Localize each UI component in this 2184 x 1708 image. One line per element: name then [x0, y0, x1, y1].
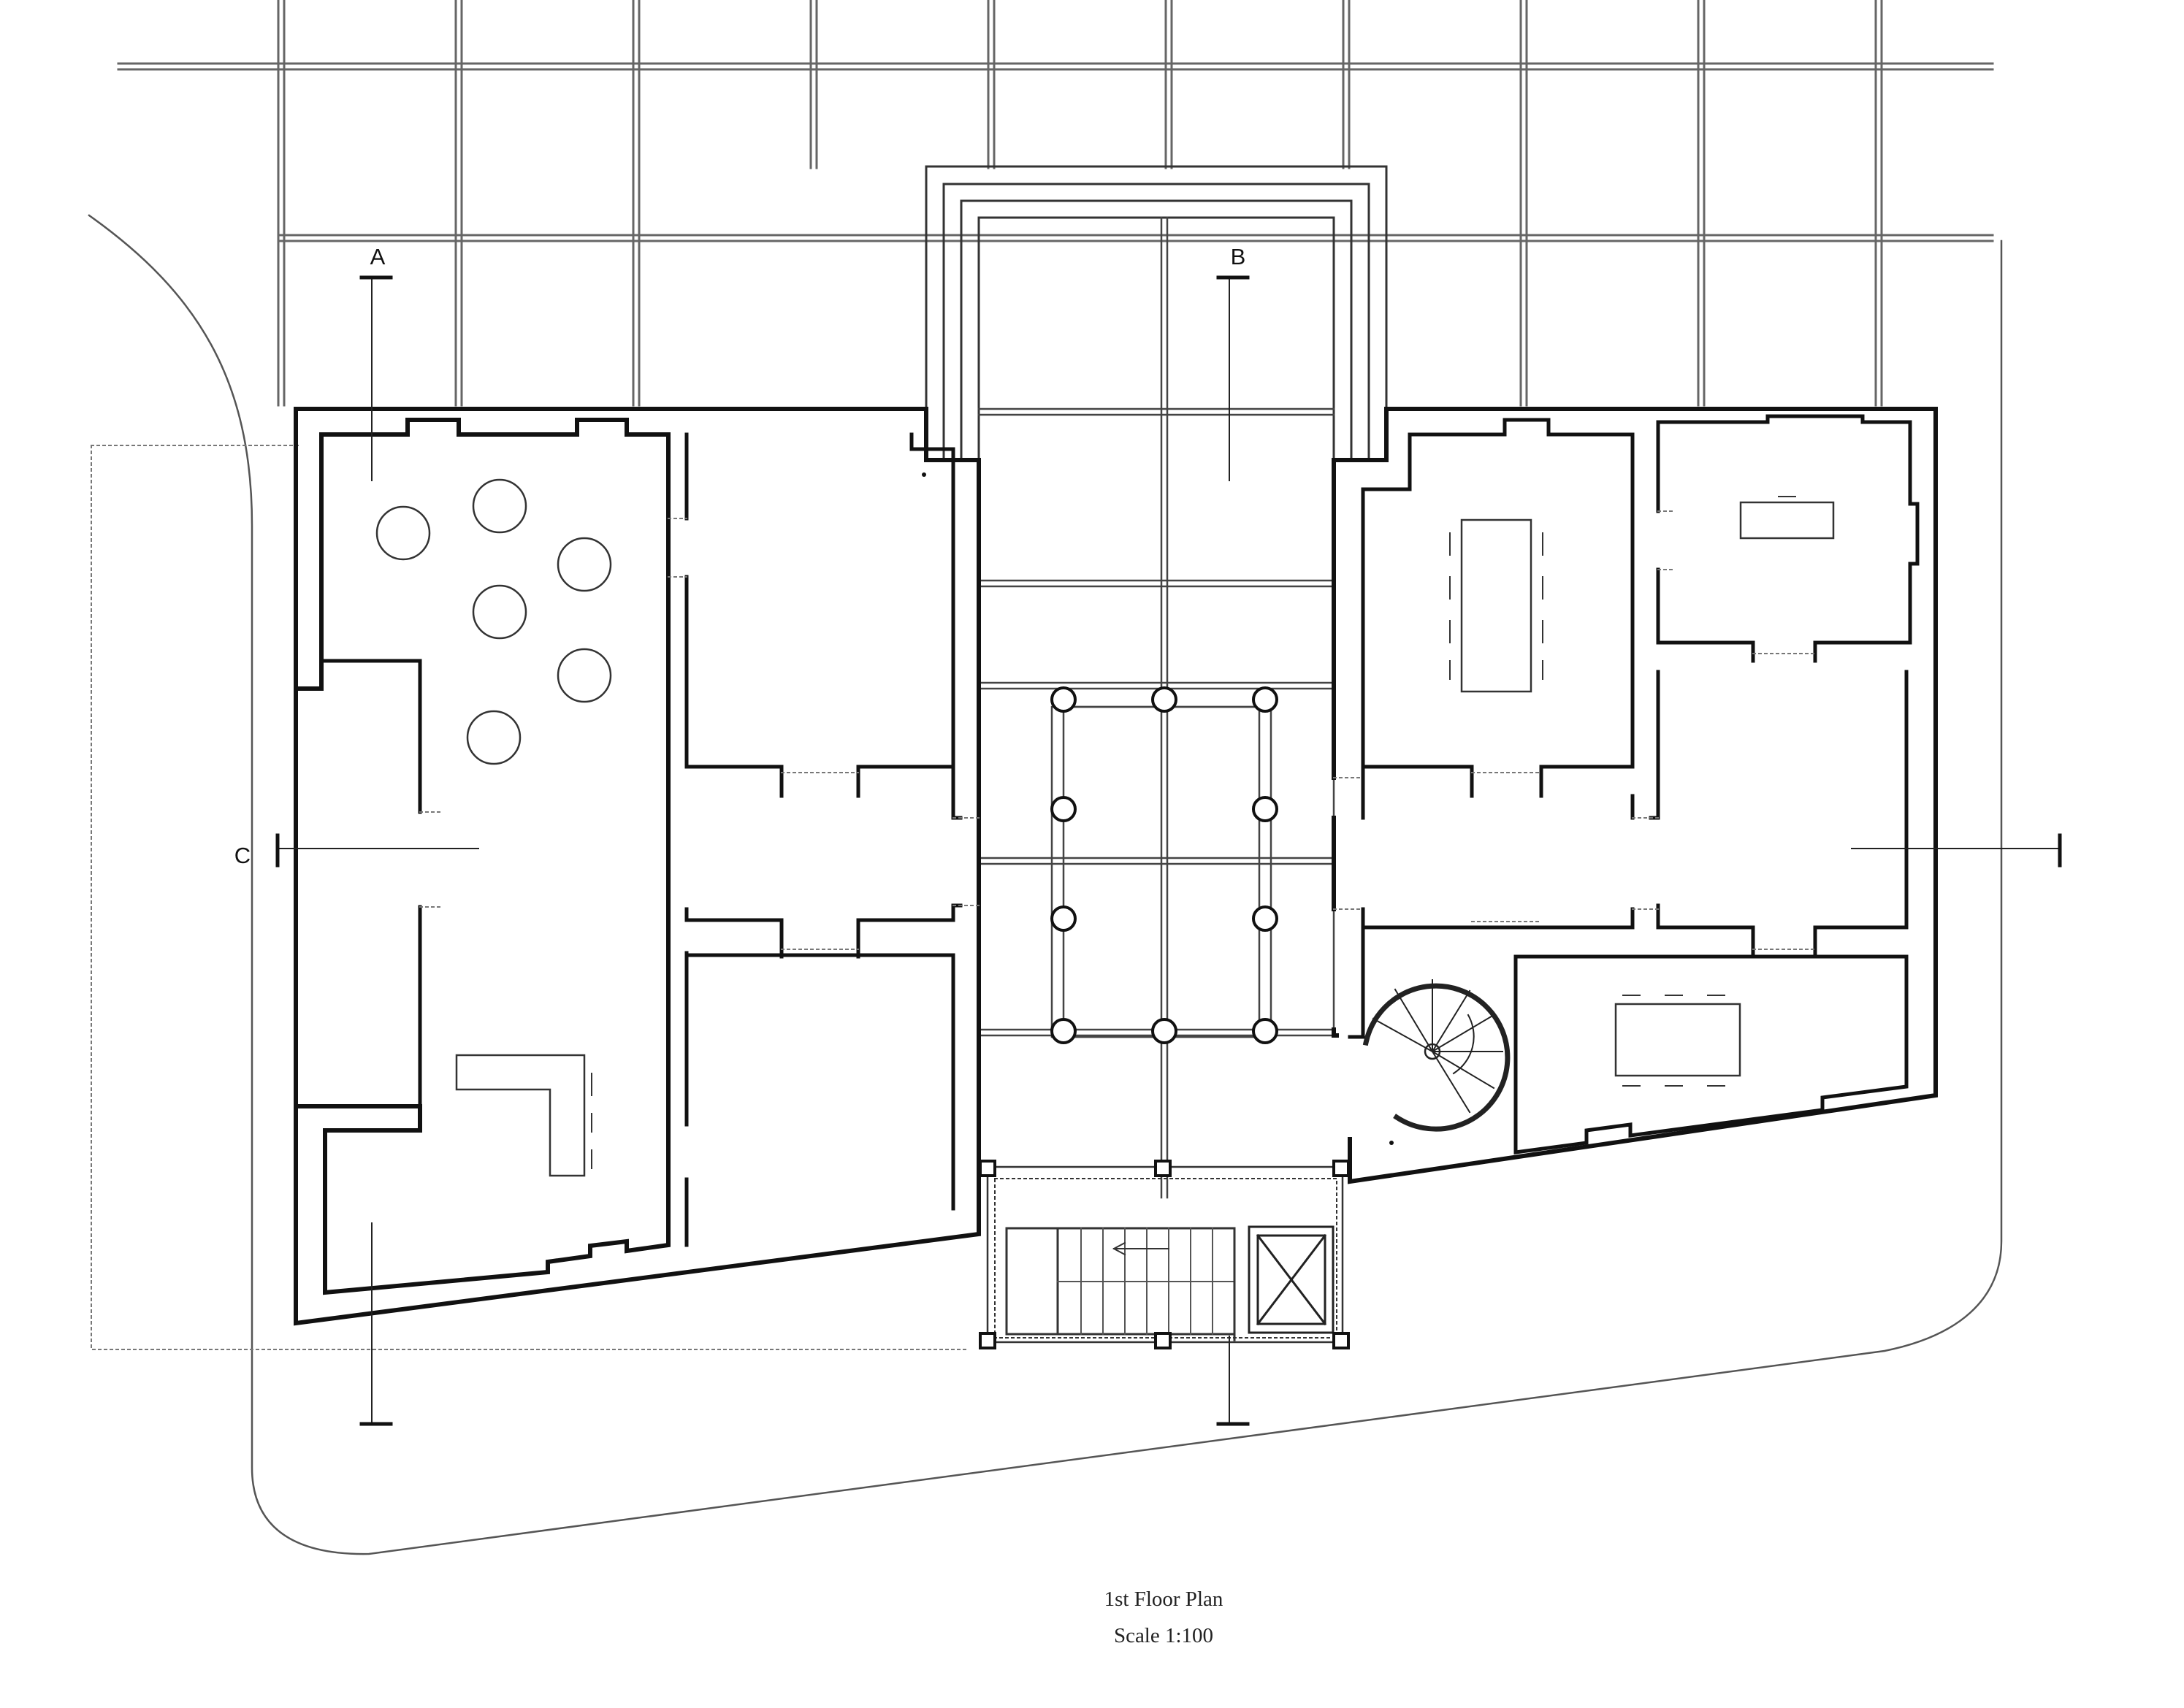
section-label-a: A	[370, 244, 386, 269]
section-label-c: C	[234, 843, 251, 868]
round-tables	[375, 478, 612, 765]
right-interior-partitions	[1348, 414, 1920, 1154]
colonnade-columns	[1050, 686, 1278, 1044]
meeting-table	[1449, 518, 1543, 693]
drawing-scale: Scale 1:100	[1113, 1624, 1214, 1647]
drawing-title: 1st Floor Plan	[1104, 1588, 1223, 1611]
dining-table	[1614, 995, 1741, 1087]
core-columns	[979, 1160, 1350, 1349]
left-door-openings	[419, 518, 980, 950]
entrance-portico	[925, 165, 1388, 462]
right-door-openings	[1333, 510, 1816, 950]
elevator-shaft	[1248, 1225, 1335, 1334]
outdoor-paving-grid	[117, 0, 1994, 407]
section-label-b: B	[1231, 244, 1246, 269]
spiral-staircase	[1362, 979, 1511, 1132]
left-wing-walls	[294, 407, 981, 1326]
section-end-caps	[275, 275, 2062, 1426]
left-interior-partitions	[319, 432, 963, 1247]
small-markers	[922, 472, 1394, 1145]
lot-outline-dotted	[91, 445, 969, 1350]
drawing-title-block: 1st Floor Plan Scale 1:100	[0, 1581, 2184, 1654]
stair-core	[986, 1165, 1344, 1344]
section-lines	[277, 277, 2061, 1425]
site-boundary-line	[88, 214, 2003, 1555]
l-shaped-counter	[455, 1054, 592, 1177]
right-wing-walls	[1332, 407, 1938, 1184]
desk	[1739, 496, 1835, 540]
